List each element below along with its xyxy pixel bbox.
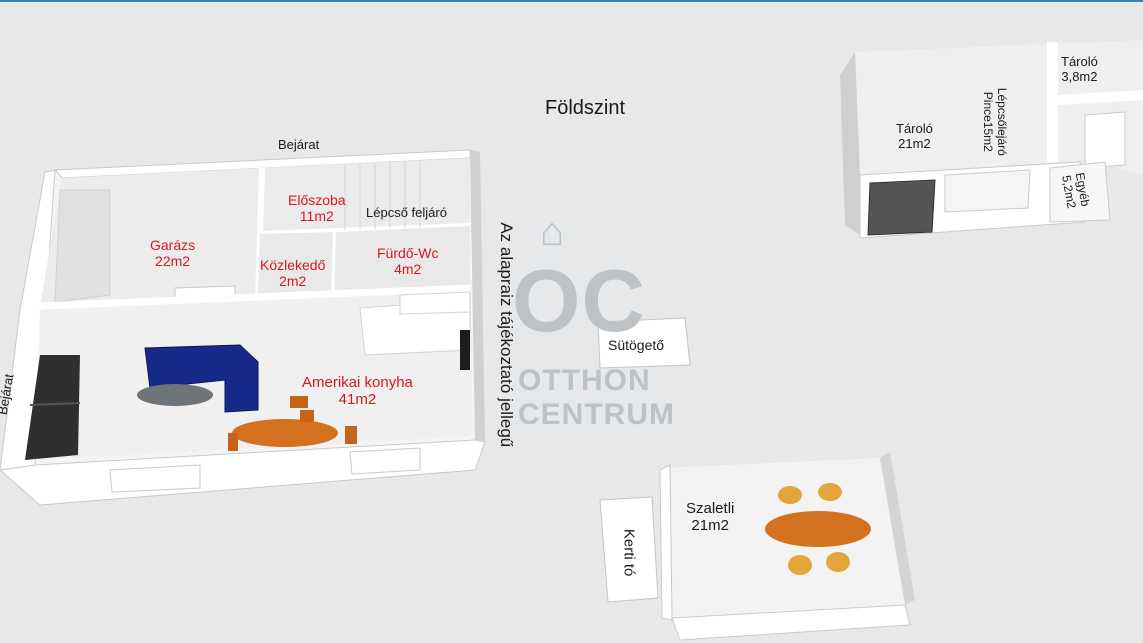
other-room-label: Egyéb 5,2m2 <box>1058 171 1092 210</box>
entrance-top-label: Bejárat <box>278 137 320 152</box>
corridor-area: 2m2 <box>279 273 307 290</box>
basement-stair-area: Pince15m2 <box>981 91 996 152</box>
bath-name: Fürdő-Wc <box>377 245 439 261</box>
pavilion-area: 21m2 <box>691 517 729 535</box>
disclaimer-label: Az alapraiz tájékoztató jellegű <box>497 222 517 448</box>
hall-area: 11m2 <box>299 208 334 225</box>
hall-name: Előszoba <box>288 192 346 208</box>
watermark-logo: OC <box>512 251 646 350</box>
basement-stair-label: Lépcsőlejáró Pince15m2 <box>980 87 1009 156</box>
garage-area: 22m2 <box>155 253 191 270</box>
corridor-label: Közlekedő 2m2 <box>260 257 325 289</box>
pavilion-name: Szaletli <box>686 500 735 517</box>
top-accent-line <box>0 0 1143 2</box>
kitchen-label: Amerikai konyha 41m2 <box>302 374 413 409</box>
bath-area: 4m2 <box>394 261 422 278</box>
pavilion-label: Szaletli 21m2 <box>686 500 734 535</box>
pond-shape <box>599 496 659 603</box>
corridor-name: Közlekedő <box>260 257 326 273</box>
stair-up-label: Lépcső feljáró <box>366 205 447 220</box>
garden-pond-label: Kerti tó <box>620 528 638 577</box>
storage-small-name: Tároló <box>1061 54 1098 69</box>
main-house <box>0 149 486 506</box>
storage-main-area: 21m2 <box>898 135 931 151</box>
bbq-shape <box>597 317 691 369</box>
storage-small-area: 3,8m2 <box>1061 68 1098 84</box>
storage-main-label: Tároló 21m2 <box>896 121 933 152</box>
hall-label: Előszoba 11m2 <box>288 192 346 224</box>
kitchen-area: 41m2 <box>338 391 377 409</box>
bbq-label: Sütögető <box>608 337 665 353</box>
basement-stair-name: Lépcsőlejáró <box>994 87 1009 156</box>
bath-label: Fürdő-Wc 4m2 <box>377 245 438 277</box>
garage-name: Garázs <box>150 237 196 253</box>
kitchen-name: Amerikai konyha <box>302 374 413 391</box>
storage-main-name: Tároló <box>896 121 933 136</box>
outbuilding <box>840 40 1143 239</box>
level-title: Földszint <box>545 97 626 119</box>
pavilion <box>659 452 915 641</box>
watermark-house-icon: ⌂ <box>540 210 566 254</box>
garage-label: Garázs 22m2 <box>150 237 195 269</box>
watermark-line1: OTTHON <box>518 364 651 397</box>
storage-small-label: Tároló 3,8m2 <box>1061 54 1098 85</box>
watermark-line2: CENTRUM <box>518 398 675 431</box>
